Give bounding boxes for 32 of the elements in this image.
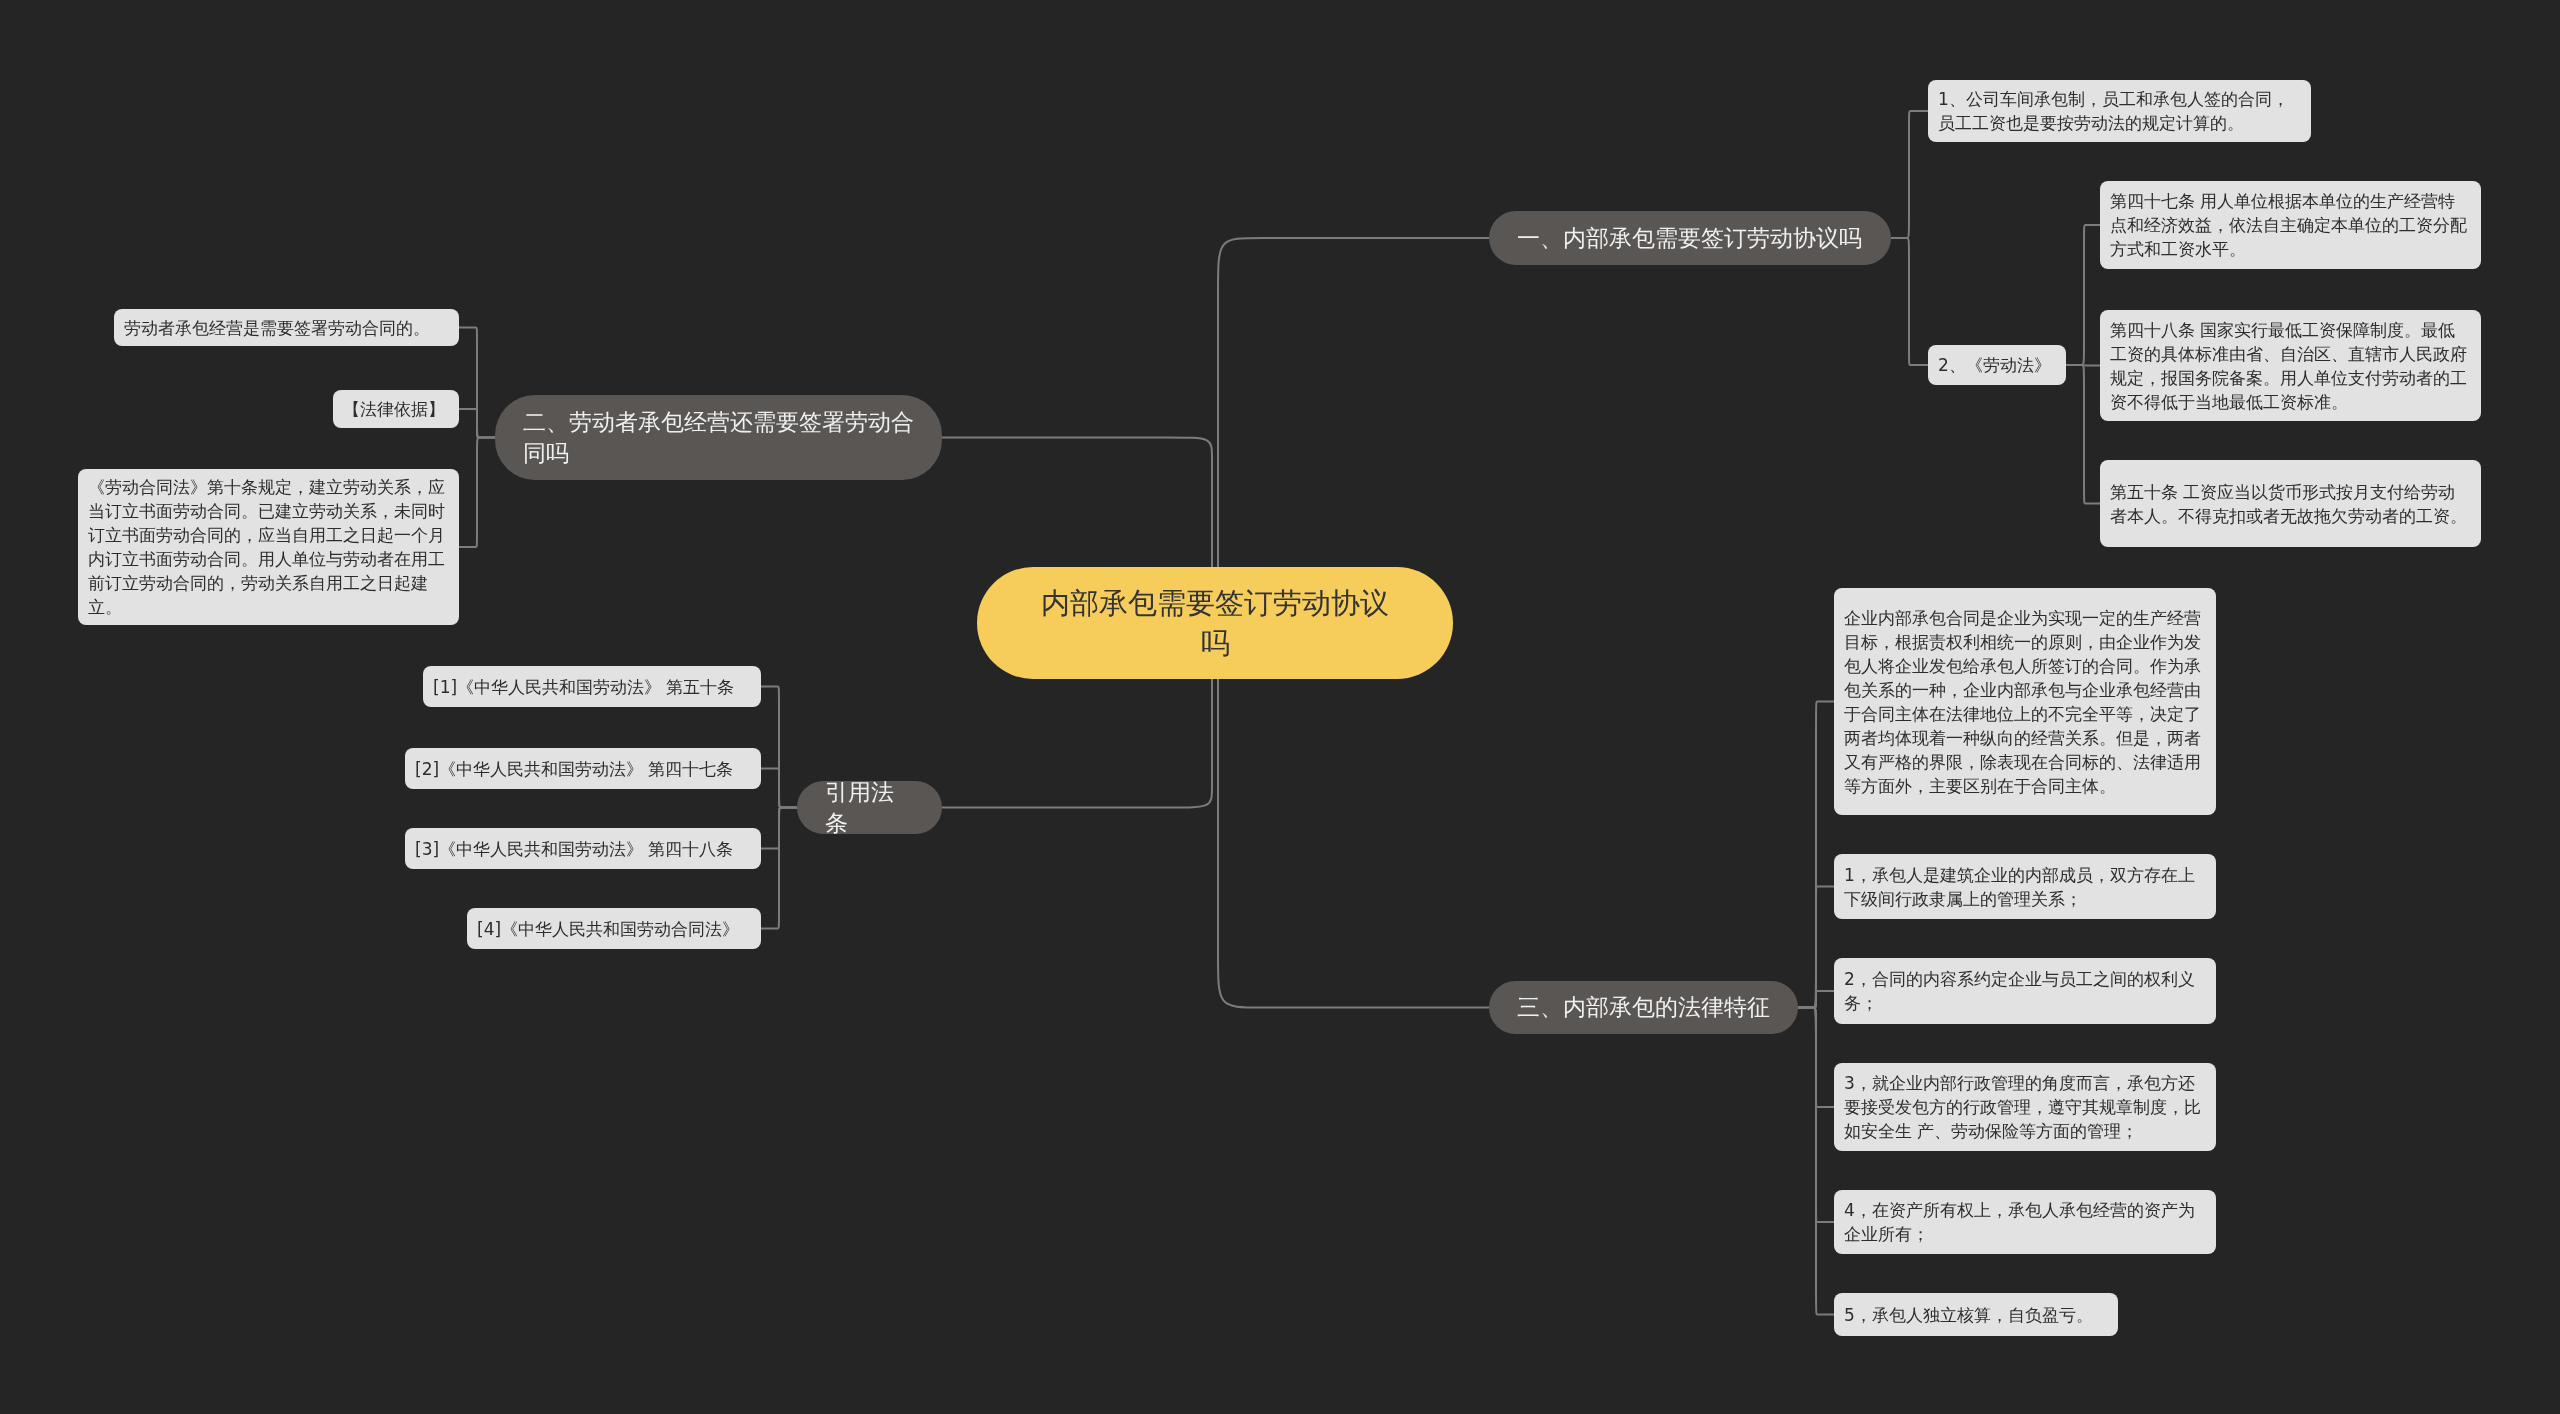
note-card: 5，承包人独立核算，自负盈亏。 [1834,1293,2118,1336]
connector-line [941,678,1213,809]
note-card: 2，合同的内容系约定企业与员工之间的权利义务； [1834,958,2216,1024]
note-card: 3，就企业内部行政管理的角度而言，承包方还要接受发包方的行政管理，遵守其规章制度，比如安全生 产、劳动保险等方面的管理； [1834,1063,2216,1151]
topic-pill: 一、内部承包需要签订劳动协议吗 [1489,211,1891,265]
topic-pill: 引用法条 [797,781,942,834]
topic-pill: 三、内部承包的法律特征 [1489,981,1798,1034]
note-card: 企业内部承包合同是企业为实现一定的生产经营目标，根据责权利相统一的原则，由企业作为发包人将企业发包给承包人所签订的合同。作为承包关系的一种，企业内部承包与企业承包经营由于合同主体在法律地位上的不完全平等，决定了两者均体现着一种纵向的经营关系。但是，两者又有严格的界限，除表现在合同标的、法律适用等方面外，主要区别在于合同主体。 [1834,588,2216,815]
connector-line [1217,237,1490,568]
note-card: [3]《中华人民共和国劳动法》 第四十八条 [405,828,761,869]
note-card: 第四十八条 国家实行最低工资保障制度。最低工资的具体标准由省、自治区、直辖市人民政府规定，报国务院备案。用人单位支付劳动者的工资不得低于当地最低工资标准。 [2100,310,2481,421]
connector-line [941,436,1213,568]
topic-pill: 二、劳动者承包经营还需要签署劳动合同吗 [495,395,942,480]
note-card: [1]《中华人民共和国劳动法》 第五十条 [423,666,761,707]
connector-line [1797,1006,1835,1316]
central-topic: 内部承包需要签订劳动协议吗 [977,567,1453,679]
note-card: [2]《中华人民共和国劳动法》 第四十七条 [405,748,761,789]
connector-line [1217,678,1490,1009]
note-card: 1，承包人是建筑企业的内部成员，双方存在上下级间行政隶属上的管理关系； [1834,854,2216,919]
connector-line [2065,364,2101,505]
connector-line [1890,237,1929,366]
note-card: 第四十七条 用人单位根据本单位的生产经营特点和经济效益，依法自主确定本单位的工资分配方式和工资水平。 [2100,181,2481,269]
note-card: 【法律依据】 [333,390,459,428]
connector-line [760,806,798,930]
note-card: 《劳动合同法》第十条规定，建立劳动关系，应当订立书面劳动合同。已建立劳动关系，未同时订立书面劳动合同的，应当自用工之日起一个月内订立书面劳动合同。用人单位与劳动者在用工前订立劳动合同的，劳动关系自用工之日起建立。 [78,469,459,625]
connector-line [458,436,496,548]
note-card: 第五十条 工资应当以货币形式按月支付给劳动者本人。不得克扣或者无故拖欠劳动者的工资。 [2100,460,2481,547]
note-card: 劳动者承包经营是需要签署劳动合同的。 [114,309,459,346]
note-card: [4]《中华人民共和国劳动合同法》 [467,908,761,949]
note-card: 4，在资产所有权上，承包人承包经营的资产为企业所有； [1834,1190,2216,1254]
note-card: 1、公司车间承包制，员工和承包人签的合同，员工工资也是要按劳动法的规定计算的。 [1928,80,2311,142]
note-card: 2、《劳动法》 [1928,345,2066,385]
